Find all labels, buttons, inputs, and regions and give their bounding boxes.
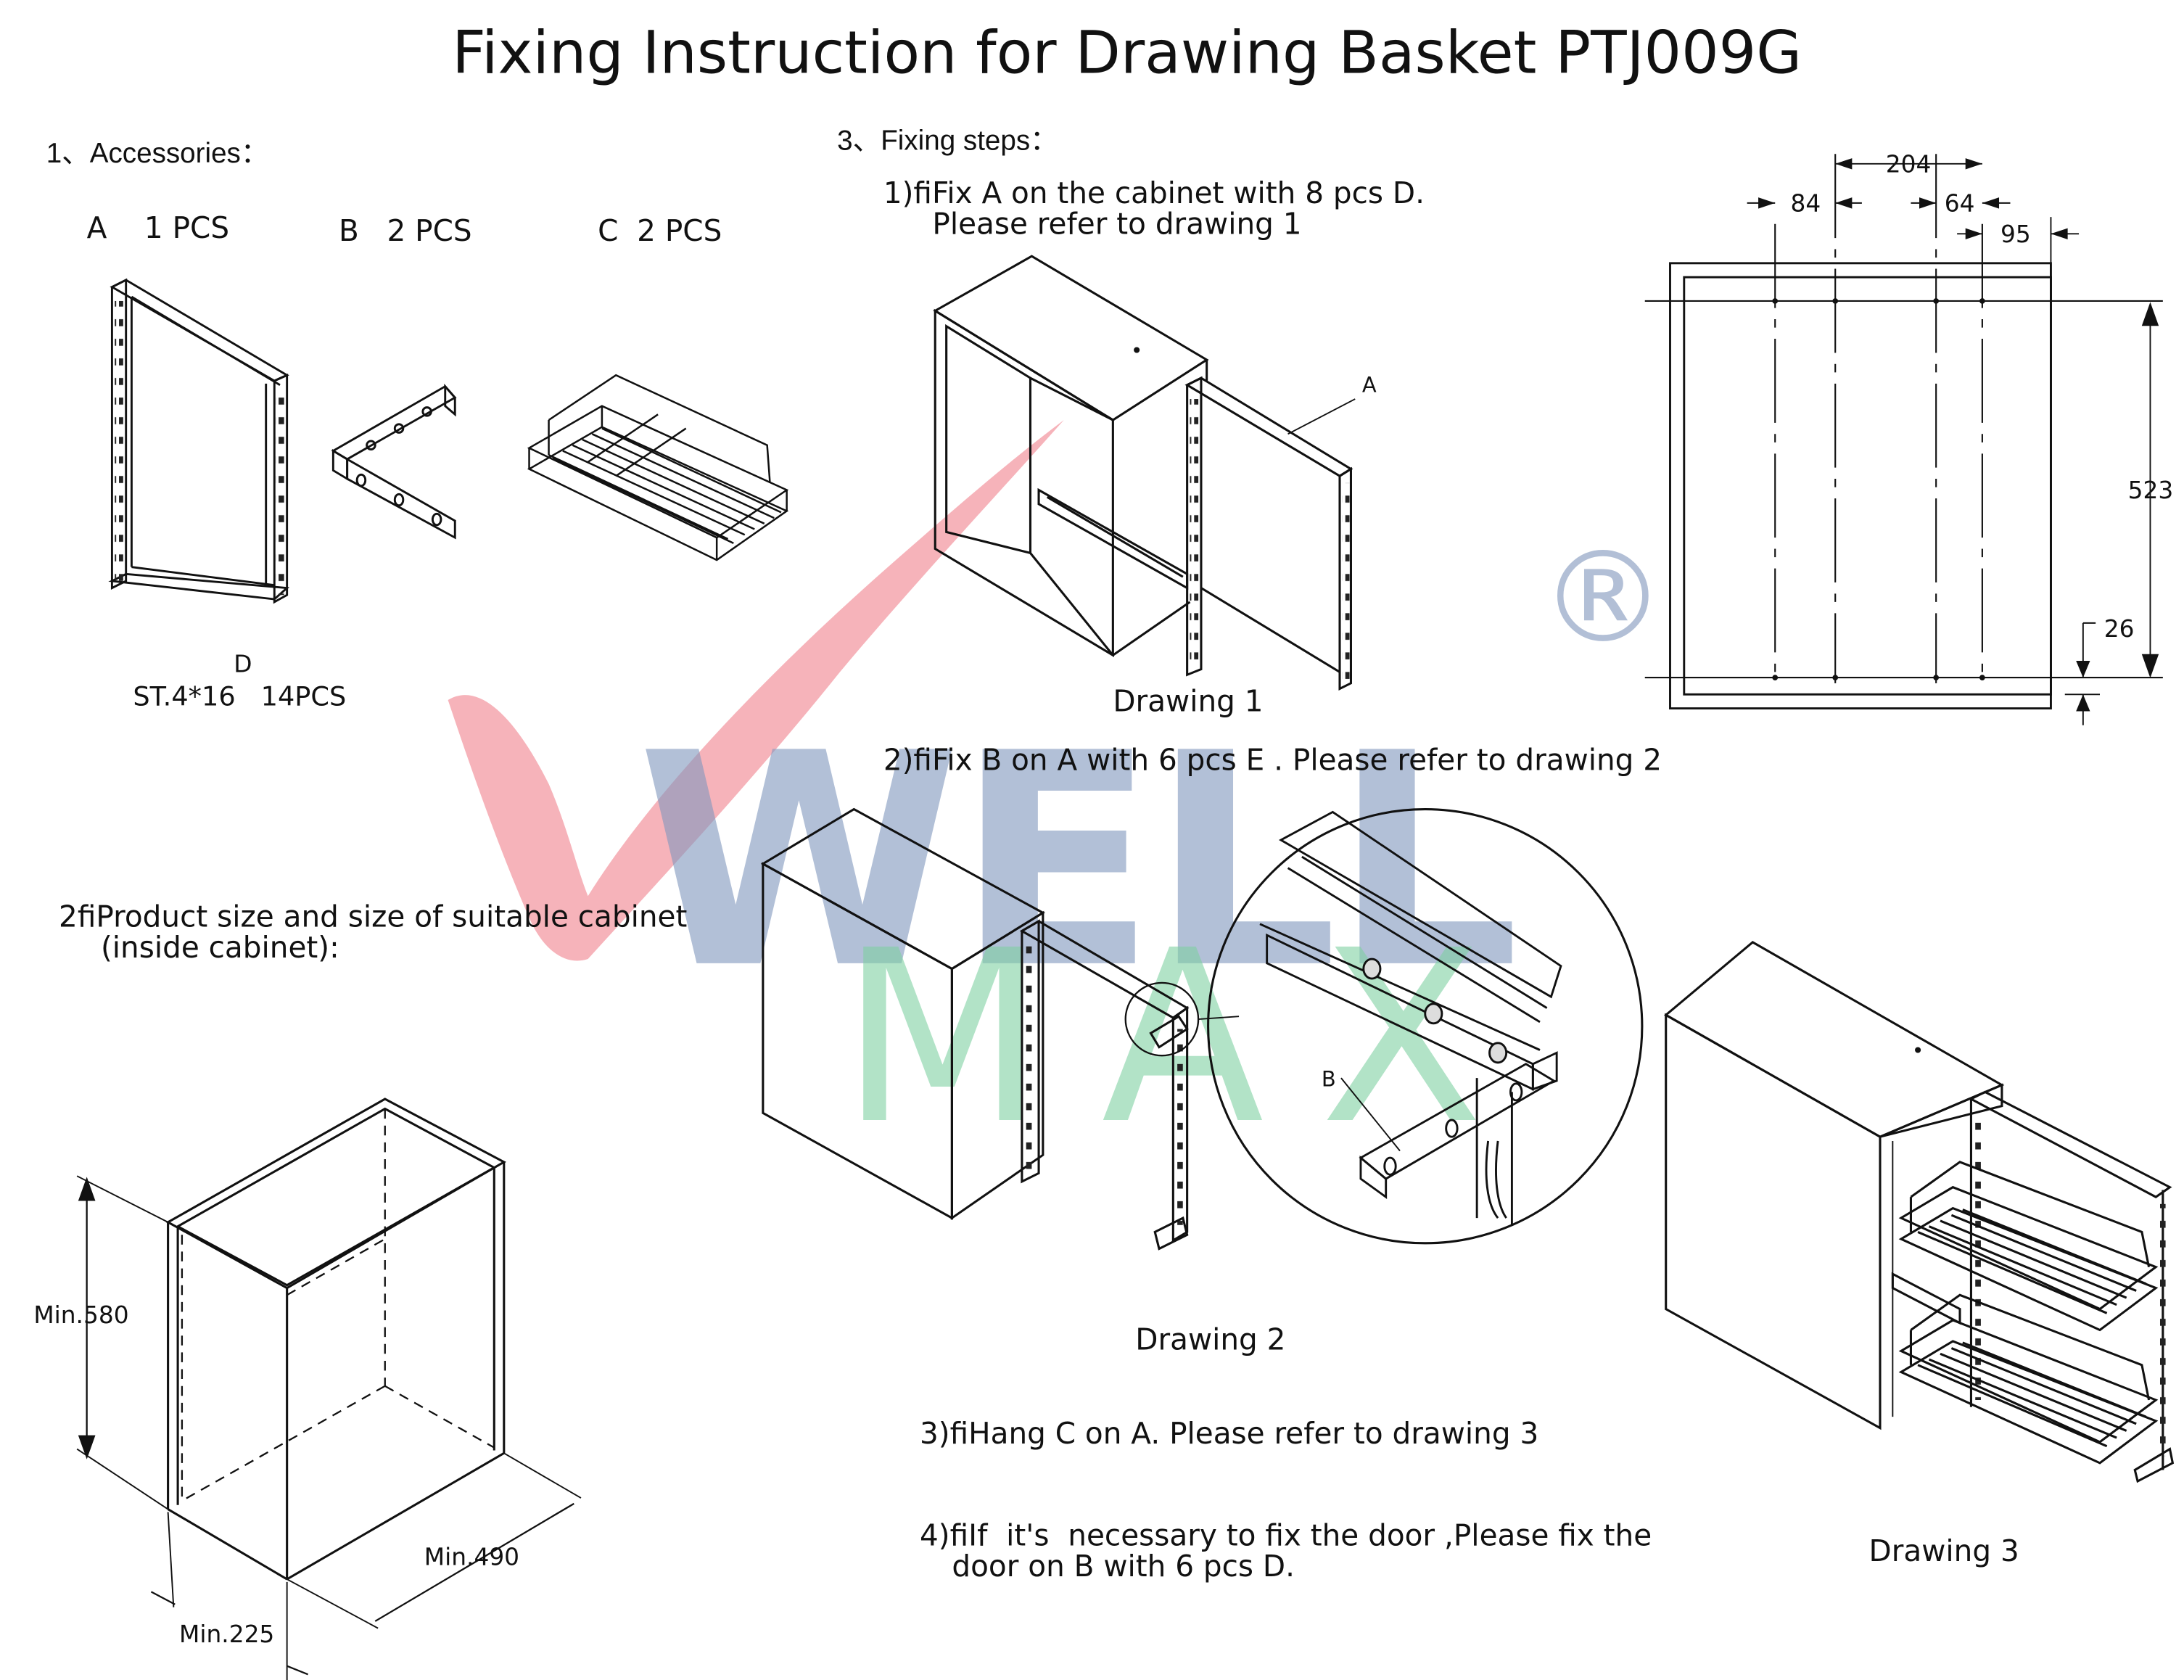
accessory-a-label: A 1 PCS <box>86 211 230 245</box>
dimension-26: 26 <box>2103 616 2135 644</box>
accessory-d-label: ST.4*16 14PCS <box>133 681 347 713</box>
step-3-text: 3)fiHang C on A. Please refer to drawing… <box>920 1417 1539 1451</box>
product-size-subheading: (inside cabinet): <box>100 931 339 965</box>
accessory-c-basket-drawing <box>527 374 789 561</box>
drawing-2-label-b: B <box>1321 1066 1336 1092</box>
dimension-84: 84 <box>1790 190 1821 219</box>
drawing-3-illustration <box>1664 941 2175 1483</box>
drawing-1-label-a: A <box>1361 372 1377 398</box>
accessory-c-label: C 2 PCS <box>598 214 722 248</box>
min-width-label: Min.225 <box>179 1621 275 1650</box>
drawing-3-caption: Drawing 3 <box>1868 1534 2019 1568</box>
drawing-1-caption: Drawing 1 <box>1113 684 1264 719</box>
min-depth-label: Min.490 <box>424 1544 520 1573</box>
step-1-text: 1)fiFix A on the cabinet with 8 pcs D. <box>883 176 1425 210</box>
dimension-523: 523 <box>2127 477 2174 506</box>
dimension-204: 204 <box>1885 151 1932 180</box>
accessory-d-letter: D <box>234 651 252 680</box>
step-1-reference: Please refer to drawing 1 <box>932 207 1302 241</box>
dimension-64: 64 <box>1944 190 1975 219</box>
watermark-check-icon <box>448 420 1064 961</box>
drawing-2-illustration <box>760 807 1644 1251</box>
drawing-2-caption: Drawing 2 <box>1135 1322 1286 1357</box>
accessories-heading: 1、Accessories： <box>46 139 269 170</box>
watermark: WELL MAX ® <box>448 420 1666 1177</box>
step-4-continuation: door on B with 6 pcs D. <box>952 1549 1295 1584</box>
drawing-1-illustration <box>933 255 1356 691</box>
watermark-registered-icon: ® <box>1540 524 1666 671</box>
product-size-heading: 2fiProduct size and size of suitable cab… <box>59 899 688 934</box>
step-4-text: 4)fiIf it's necessary to fix the door ,P… <box>920 1519 1652 1553</box>
accessory-a-frame-drawing <box>108 278 290 604</box>
step-2-text: 2)fiFix B on A with 6 pcs E . Please ref… <box>883 743 1662 778</box>
accessory-b-label: B 2 PCS <box>339 214 472 248</box>
accessory-b-bracket-drawing <box>331 383 457 540</box>
dimension-front-view <box>1644 154 2163 725</box>
fixing-steps-heading: 3、Fixing steps： <box>837 125 1058 157</box>
watermark-max-text: MAX <box>840 899 1539 1177</box>
cabinet-size-drawing <box>76 1098 582 1680</box>
dimension-95: 95 <box>2000 221 2031 250</box>
min-height-label: Min.580 <box>33 1301 129 1330</box>
page-title: Fixing Instruction for Drawing Basket PT… <box>452 18 1802 87</box>
